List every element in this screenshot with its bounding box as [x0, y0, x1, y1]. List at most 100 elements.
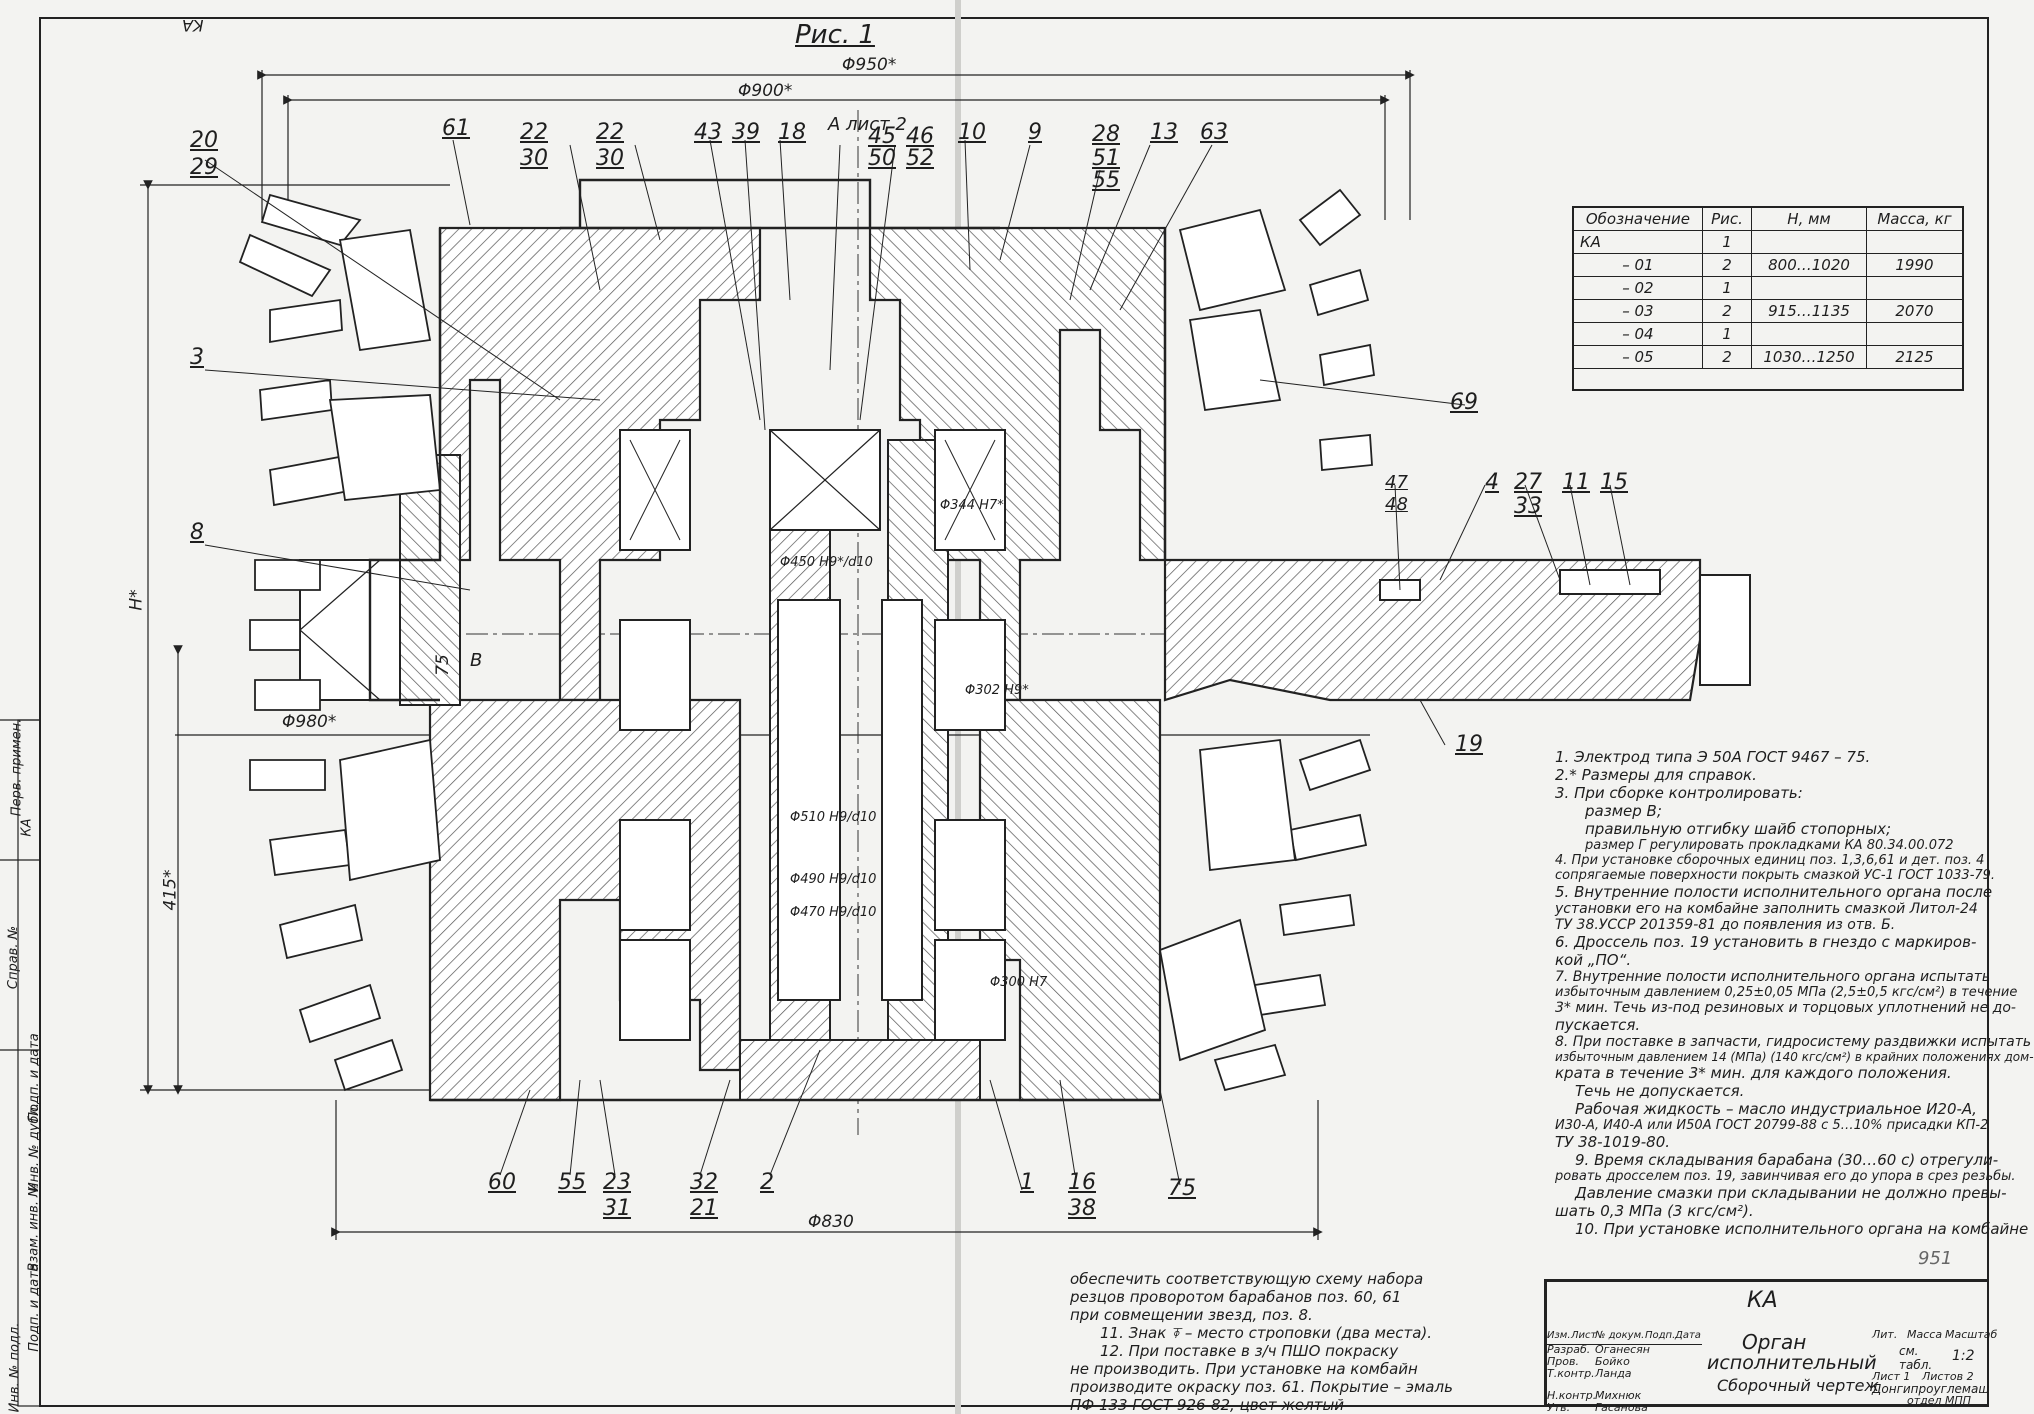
cell: 1030…1250 [1751, 345, 1867, 369]
hdr-cell: Изм. [1547, 1330, 1571, 1341]
note-line: 9. Время складывания барабана (30…60 с) … [1575, 1151, 1999, 1169]
note-line: избыточным давлением 0,25±0,05 МПа (2,5±… [1555, 985, 2018, 1000]
note-line: 12. При поставке в з/ч ПШО покраску [1100, 1342, 1399, 1360]
cell [1865, 322, 1964, 346]
note-line: 6. Дроссель поз. 19 установить в гнездо … [1555, 933, 1977, 951]
table-row: – 02 1 [1573, 276, 1964, 300]
note-line: 7. Внутренние полости исполнительного ор… [1555, 969, 1991, 985]
arm-shaft [1163, 558, 1751, 702]
note-line: 1. Электрод типа Э 50А ГОСТ 9467 – 75. [1555, 748, 1871, 766]
role-name: Гасанова [1595, 1401, 1648, 1414]
section-mark: А лист 2 [828, 114, 907, 135]
note-line: резцов проворотом барабанов поз. 60, 61 [1070, 1288, 1402, 1306]
table-row: – 03 2 915…1135 2070 [1573, 299, 1964, 323]
callout-32: 32 [690, 1170, 718, 1195]
dim-302: Φ302 H9* [965, 683, 1029, 698]
margin-label: Справ. № [6, 925, 22, 990]
note-line: Течь не допускается. [1575, 1082, 1745, 1100]
spec-header-designation: Обозначение [1573, 207, 1703, 231]
callout-15: 15 [1600, 470, 1628, 495]
dim-344: Φ344 H7* [940, 498, 1004, 513]
callout-1: 1 [1020, 1170, 1034, 1195]
margin-label: Подп. и дата [26, 1033, 42, 1122]
roles: Разраб.Оганесян Пров.Бойко Т.контр.Ланда… [1547, 1344, 1702, 1414]
note-line: ТУ 38-1019-80. [1555, 1133, 1671, 1151]
callout-60: 60 [488, 1170, 516, 1195]
designation: КА [1747, 1288, 1778, 1313]
title-name-2: исполнительный [1707, 1352, 1877, 1374]
callout-30a: 30 [520, 146, 548, 171]
callout-8: 8 [190, 520, 204, 545]
note-line: ТУ 38.УССР 201359-81 до появления из отв… [1555, 917, 1896, 933]
callout-22a: 22 [520, 120, 548, 145]
central-shaft [769, 429, 949, 1041]
dim-300: Φ300 H7 [990, 975, 1048, 990]
callout-30b: 30 [596, 146, 624, 171]
dim-980: Φ980* [282, 712, 337, 732]
role-row: Т.контр.Ланда [1547, 1368, 1702, 1380]
title-name-1: Орган [1742, 1330, 1807, 1354]
cell: – 01 [1573, 253, 1703, 277]
sheets-label: Листов 2 [1922, 1370, 1974, 1383]
role-row: Утв.Гасанова [1547, 1402, 1702, 1414]
title-block-header-row: Изм. Лист № докум. Подп. Дата [1547, 1330, 1702, 1345]
callout-69: 69 [1450, 390, 1478, 415]
callout-27: 27 [1514, 470, 1542, 495]
cell: 2070 [1865, 299, 1964, 323]
cell: 1 [1701, 322, 1753, 346]
role-label: Пров. [1547, 1355, 1579, 1368]
mark-b: B [470, 650, 483, 671]
callout-45: 45 [868, 124, 896, 149]
note-line: Рабочая жидкость – масло индустриальное … [1575, 1100, 1977, 1118]
callout-9: 9 [1028, 120, 1042, 145]
note-line: не производить. При установке на комбайн [1070, 1360, 1418, 1378]
stamp-number: 951 [1918, 1248, 1953, 1269]
margin-label: Перв. примен. [9, 718, 25, 817]
cell: 1 [1701, 276, 1753, 300]
spec-header-h: H, мм [1751, 207, 1867, 231]
cell: – 03 [1573, 299, 1703, 323]
cell: 2 [1701, 253, 1753, 277]
callout-46: 46 [906, 124, 934, 149]
role-row: Н.контр.Михнюк [1547, 1390, 1702, 1402]
dim-415: 415* [160, 869, 181, 911]
role-name: Бойко [1595, 1355, 1630, 1368]
callout-75: 75 [1168, 1176, 1196, 1201]
sheet-frame [39, 17, 1989, 1407]
dim-75: 75 [432, 654, 453, 676]
margin-label: Инв. № подл. [7, 1322, 23, 1413]
cell: – 05 [1573, 345, 1703, 369]
role-label: Т.контр. [1547, 1367, 1595, 1380]
callout-11: 11 [1562, 470, 1590, 495]
table-row: – 05 2 1030…1250 2125 [1573, 345, 1964, 369]
cell: – 02 [1573, 276, 1703, 300]
org-1: Донгипроуглемаш [1872, 1382, 1990, 1396]
dim-490: Φ490 H9/d10 [790, 872, 877, 887]
callout-48: 48 [1385, 494, 1408, 515]
note-line: шать 0,3 МПа (3 кгс/см²). [1555, 1202, 1754, 1220]
callout-47: 47 [1385, 472, 1408, 493]
note-line: обеспечить соответствующую схему набора [1070, 1270, 1424, 1288]
title-name-3: Сборочный чертеж [1717, 1376, 1879, 1395]
bottom-notes: обеспечить соответствующую схему набора … [1070, 1270, 1540, 1414]
figure-title: Рис. 1 [795, 20, 875, 50]
callout-61: 61 [442, 116, 470, 141]
note-line: 5. Внутренние полости исполнительного ор… [1555, 883, 1993, 901]
callout-39: 39 [732, 120, 760, 145]
org-2: отдел МПП [1907, 1394, 1972, 1407]
callout-33: 33 [1514, 494, 1542, 519]
callout-23: 23 [603, 1170, 631, 1195]
note-line: 3. При сборке контролировать: [1555, 784, 1803, 802]
hdr-cell: Подп. [1645, 1330, 1676, 1341]
cutter-picks-left [238, 193, 441, 1092]
dim-450: Φ450 H9*/d10 [780, 555, 873, 570]
cell: 1990 [1865, 253, 1964, 277]
hdr-cell: Лист [1571, 1330, 1597, 1341]
table-row: КА 1 [1573, 230, 1964, 254]
note-line: крата в течение 3* мин. для каждого поло… [1555, 1064, 1952, 1082]
callout-63: 63 [1200, 120, 1228, 145]
dim-900: Φ900* [738, 81, 793, 101]
cell [1865, 276, 1964, 300]
spec-header-fig: Рис. [1701, 207, 1753, 231]
cell: 800…1020 [1751, 253, 1867, 277]
